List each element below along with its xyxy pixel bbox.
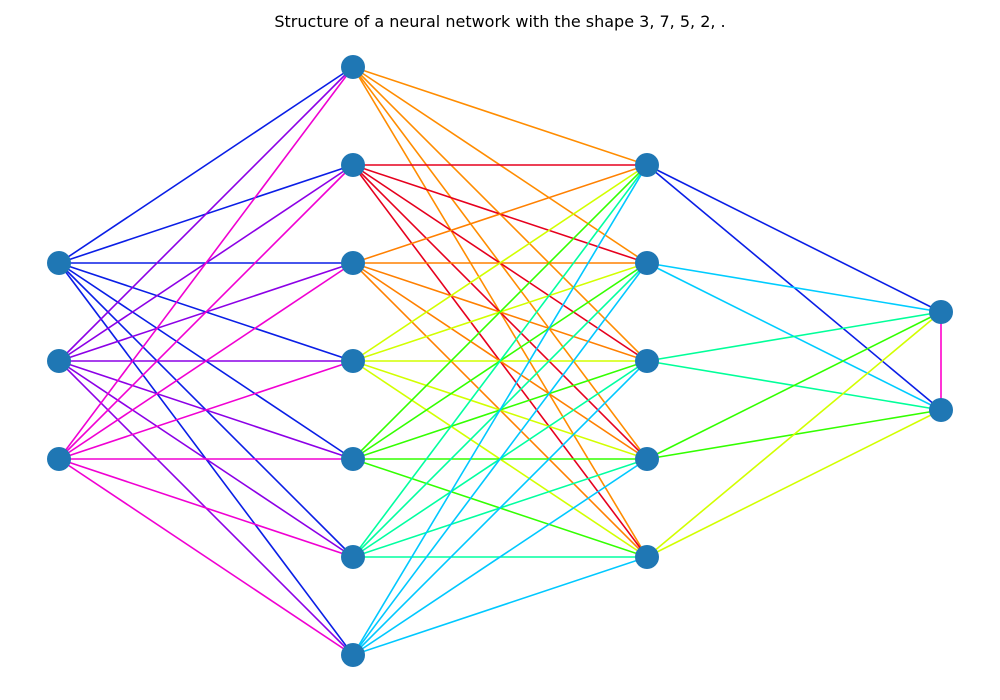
node-layer2-1	[635, 251, 659, 275]
node-layer2-0	[635, 153, 659, 177]
edge-l1-n3-to-n0	[352, 164, 648, 362]
node-layer2-3	[635, 447, 659, 471]
edge-l2-n1-to-n0	[646, 262, 942, 313]
edge-l1-n6-to-n3	[352, 458, 648, 656]
edge-l2-n2-to-n0	[646, 311, 942, 362]
edge-l0-n2-to-n3	[58, 360, 354, 460]
edge-l1-n4-to-n0	[352, 164, 648, 460]
edge-l2-n4-to-n1	[646, 409, 942, 558]
edge-l0-n2-to-n1	[58, 164, 354, 460]
edge-l0-n2-to-n2	[58, 262, 354, 460]
diagram-title: Structure of a neural network with the s…	[274, 12, 726, 31]
edge-l1-n6-to-n2	[352, 360, 648, 656]
edge-l1-n2-to-n0	[352, 164, 648, 264]
edge-l0-n0-to-n0	[58, 66, 354, 264]
edge-l1-n6-to-n0	[352, 164, 648, 656]
node-layer2-4	[635, 545, 659, 569]
edge-l1-n5-to-n0	[352, 164, 648, 558]
node-layer1-5	[341, 545, 365, 569]
edge-l2-n0-to-n0	[646, 164, 942, 313]
node-layer3-0	[929, 300, 953, 324]
edge-l1-n6-to-n4	[352, 556, 648, 656]
edges-layer	[58, 66, 942, 656]
node-layer1-3	[341, 349, 365, 373]
node-layer1-1	[341, 153, 365, 177]
node-layer0-1	[47, 349, 71, 373]
edge-l1-n6-to-n1	[352, 262, 648, 656]
node-layer1-0	[341, 55, 365, 79]
edge-l1-n0-to-n0	[352, 66, 648, 166]
node-layer2-2	[635, 349, 659, 373]
node-layer1-4	[341, 447, 365, 471]
node-layer0-0	[47, 251, 71, 275]
nodes-layer	[47, 55, 953, 667]
node-layer1-6	[341, 643, 365, 667]
edge-l2-n3-to-n0	[646, 311, 942, 460]
node-layer1-2	[341, 251, 365, 275]
edge-l0-n2-to-n6	[58, 458, 354, 656]
edge-l2-n4-to-n0	[646, 311, 942, 558]
node-layer0-2	[47, 447, 71, 471]
node-layer3-1	[929, 398, 953, 422]
edge-l0-n2-to-n0	[58, 66, 354, 460]
edge-l0-n2-to-n5	[58, 458, 354, 558]
edge-l0-n1-to-n0	[58, 66, 354, 362]
